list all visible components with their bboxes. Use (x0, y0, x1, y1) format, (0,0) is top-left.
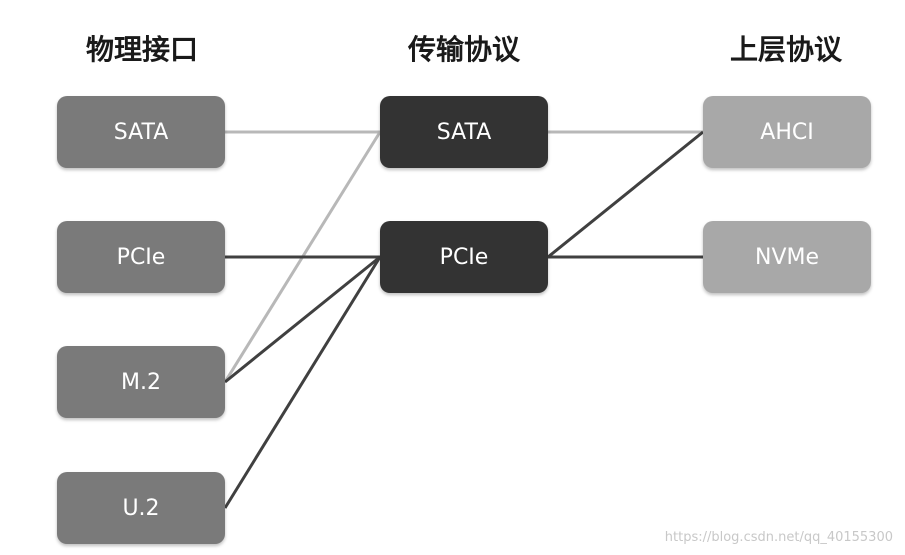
link-m2-to-pcie (224, 255, 381, 384)
link-u2-to-pcie (223, 256, 382, 509)
transport-node-pcie: PCIe (380, 221, 548, 293)
physical-node-m2: M.2 (57, 346, 225, 418)
link-pcie-to-ahci (547, 130, 704, 259)
upper-protocol-title: 上层协议 (729, 33, 842, 66)
physical-node-sata: SATA (57, 96, 225, 168)
transport-protocol-title: 传输协议 (407, 33, 520, 66)
watermark-url: https://blog.csdn.net/qq_40155300 (664, 530, 893, 545)
physical-interface-title: 物理接口 (85, 33, 198, 66)
upper-node-ahci: AHCI (703, 96, 871, 168)
physical-node-u2: U.2 (57, 472, 225, 544)
transport-node-sata: SATA (380, 96, 548, 168)
upper-node-nvme: NVMe (703, 221, 871, 293)
physical-node-pcie: PCIe (57, 221, 225, 293)
